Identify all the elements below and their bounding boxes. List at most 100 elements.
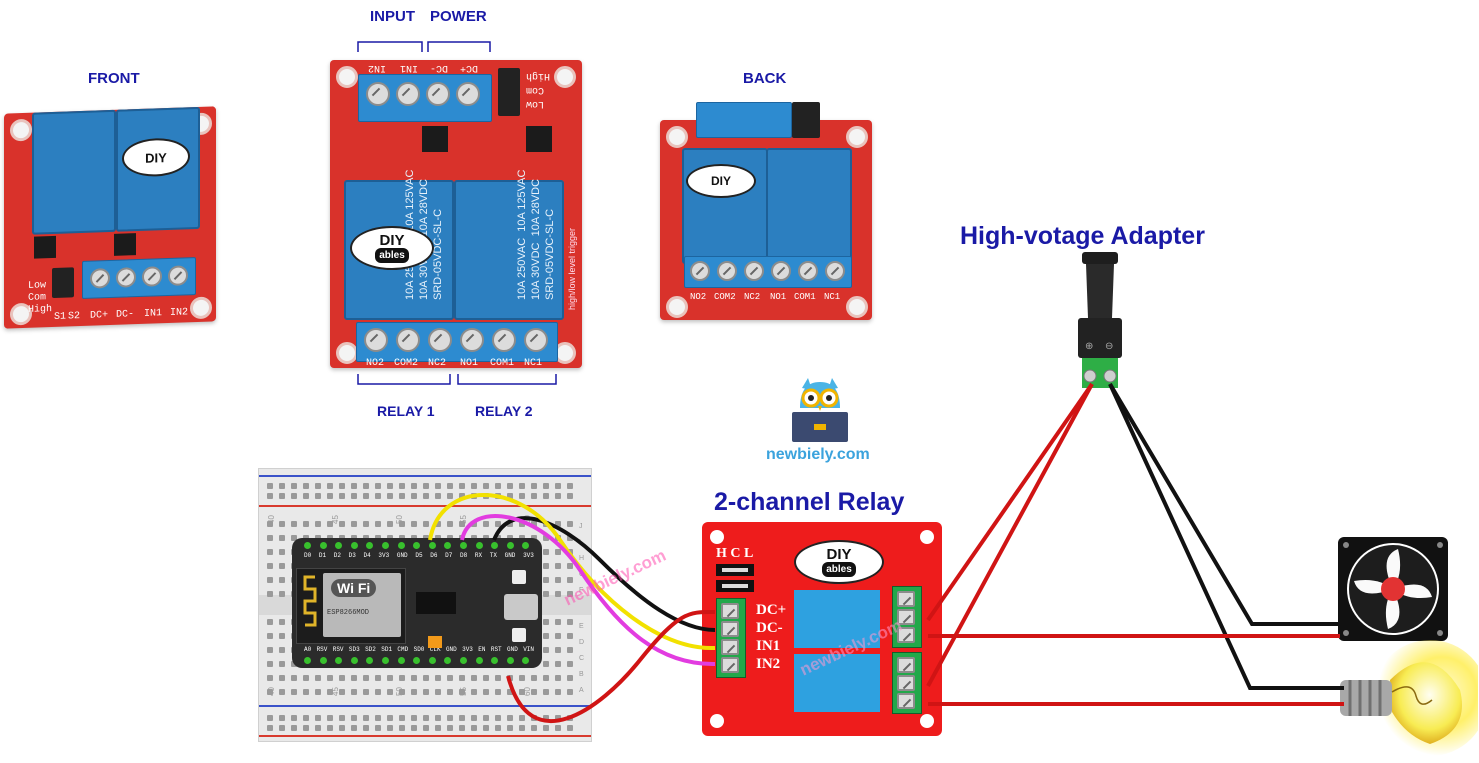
breadboard-hole <box>387 725 393 731</box>
breadboard-hole <box>567 675 573 681</box>
esp-header-pin <box>304 542 311 549</box>
esp-pin-tx: TX <box>489 552 497 559</box>
breadboard-hole <box>543 661 549 667</box>
breadboard-hole <box>567 661 573 667</box>
breadboard-hole <box>555 591 561 597</box>
esp-pin-3v3b: 3V3 <box>523 552 534 559</box>
breadboard-hole <box>327 675 333 681</box>
back-pin-no1: NO1 <box>770 292 787 302</box>
breadboard-hole <box>447 521 453 527</box>
bb-row-b: B <box>579 671 584 678</box>
breadboard-hole <box>387 675 393 681</box>
wire-magenta-in2 <box>460 514 716 667</box>
breadboard-hole <box>315 675 321 681</box>
breadboard-hole <box>279 563 285 569</box>
wire-red-vin <box>506 609 716 724</box>
esp-header-pin <box>382 657 389 664</box>
top-pin-nc1: NC1 <box>524 358 543 369</box>
relay-photo-back: DIY NO2 COM2 NC2 NO1 COM1 NC1 <box>660 102 872 320</box>
breadboard-hole <box>267 577 273 583</box>
esp-header-pin <box>382 542 389 549</box>
breadboard-hole <box>567 577 573 583</box>
breadboard-hole <box>543 483 549 489</box>
breadboard-hole <box>543 535 549 541</box>
esp-bottom-pin-labels: A0 RSV RSV SD3 SD2 SD1 CMD SD0 CLK GND 3… <box>304 646 534 656</box>
breadboard-hole <box>411 715 417 721</box>
relay-pin-in2: IN2 <box>756 656 781 672</box>
esp-pin-d2: D2 <box>333 552 341 559</box>
dc-adapter-jack: ⊕ ⊖ <box>1078 252 1122 388</box>
back-pin-com1: COM1 <box>794 292 816 302</box>
bb-row-j: J <box>579 523 583 530</box>
breadboard-hole <box>315 689 321 695</box>
esp-header-pin <box>319 657 327 664</box>
breadboard-hole <box>351 483 357 489</box>
esp-header-pin <box>397 657 405 664</box>
breadboard-hole <box>519 675 525 681</box>
esp-wifi-module: Wi Fi ESP8266MOD <box>296 568 406 644</box>
breadboard-hole <box>291 535 297 541</box>
esp-header-pin <box>475 542 483 549</box>
relay-coil-2 <box>794 654 880 712</box>
breadboard-hole <box>279 715 285 721</box>
breadboard-hole <box>435 493 441 499</box>
wire-black-adapter-fan <box>1108 382 1340 626</box>
esp-header-pin <box>413 542 421 549</box>
breadboard-hole <box>339 521 345 527</box>
breadboard-hole <box>399 483 405 489</box>
esp-pin-gndc: GND <box>445 646 457 653</box>
breadboard-hole <box>483 725 489 731</box>
breadboard-hole <box>351 689 357 695</box>
breadboard-hole <box>327 483 333 489</box>
breadboard-hole <box>483 675 489 681</box>
breadboard-hole <box>423 483 429 489</box>
breadboard-hole <box>423 675 429 681</box>
antenna-icon <box>303 575 317 627</box>
input-terminal <box>716 598 746 678</box>
breadboard-hole <box>315 725 321 731</box>
esp-pin-sd0: SD0 <box>413 646 425 653</box>
breadboard-hole <box>447 689 453 695</box>
bb-row-c: C <box>579 655 585 662</box>
breadboard-hole <box>267 715 273 721</box>
breadboard-hole <box>279 725 285 731</box>
breadboard-hole <box>471 689 477 695</box>
breadboard-hole <box>315 493 321 499</box>
esp8266-board: D0 D1 D2 D3 D4 3V3 GND D5 D6 D7 D8 RX TX… <box>292 538 542 668</box>
breadboard-hole <box>507 689 513 695</box>
power-label: POWER <box>430 8 487 25</box>
esp-pin-a0: A0 <box>304 646 312 653</box>
breadboard-hole <box>411 725 417 731</box>
breadboard-hole <box>543 715 549 721</box>
breadboard-hole <box>567 647 573 653</box>
breadboard-hole <box>327 521 333 527</box>
breadboard-hole <box>495 521 501 527</box>
breadboard-hole <box>279 675 285 681</box>
breadboard-hole <box>363 689 369 695</box>
breadboard-hole <box>303 725 309 731</box>
breadboard-hole <box>279 521 285 527</box>
logo-text-bottom: ables <box>375 248 409 263</box>
breadboard-hole <box>267 619 273 625</box>
esp-header-pin <box>491 542 499 549</box>
esp-header-pin <box>522 542 530 549</box>
light-bulb <box>1320 640 1479 758</box>
breadboard-hole <box>507 493 513 499</box>
breadboard-hole <box>399 725 405 731</box>
breadboard-hole <box>471 675 477 681</box>
relay2-label: RELAY 2 <box>475 403 533 419</box>
esp-pin-3v3c: 3V3 <box>462 646 473 653</box>
esp-pin-d0: D0 <box>304 552 312 559</box>
esp-pin-sd2: SD2 <box>365 646 376 653</box>
breadboard-hole <box>387 715 393 721</box>
breadboard-hole <box>567 563 573 569</box>
esp-header-pin <box>506 542 514 549</box>
breadboard-hole <box>279 689 285 695</box>
breadboard-hole <box>543 647 549 653</box>
adapter-label: High-votage Adapter <box>960 222 1205 250</box>
breadboard-hole <box>363 521 369 527</box>
esp-header-pin <box>491 657 499 664</box>
breadboard-hole <box>543 563 549 569</box>
breadboard-hole <box>435 483 441 489</box>
breadboard-hole <box>399 521 405 527</box>
